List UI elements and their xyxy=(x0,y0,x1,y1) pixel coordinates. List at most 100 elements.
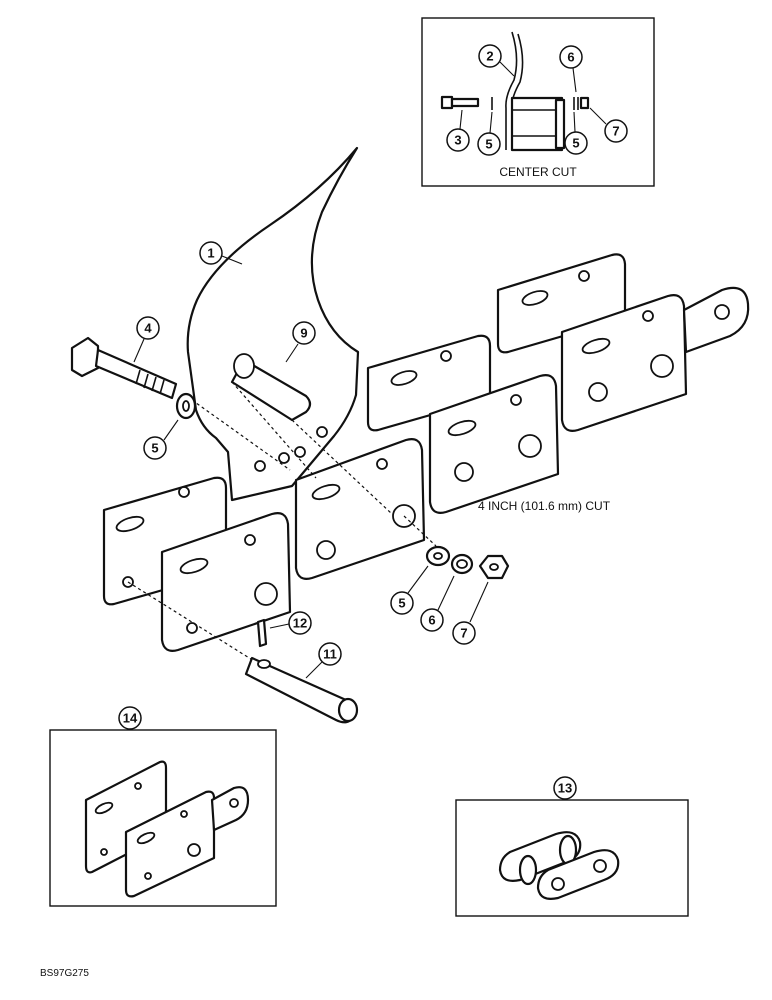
svg-text:9: 9 xyxy=(300,326,307,341)
svg-text:7: 7 xyxy=(460,626,467,641)
four-inch-cut-label: 4 INCH (101.6 mm) CUT xyxy=(478,499,611,513)
callout-5-inset-right: 5 xyxy=(564,111,588,155)
figure-reference: BS97G275 xyxy=(40,968,89,979)
inset-13-front-hole-2 xyxy=(593,859,607,873)
callout-7-inset: 7 xyxy=(589,107,628,143)
hardware-nut-hole xyxy=(489,563,499,571)
center-cut-inset: 2 6 3 5 5 7 CENTER CUT xyxy=(421,17,655,187)
hidden-line-lower xyxy=(127,581,263,667)
back-plate-left-slot xyxy=(115,515,145,533)
inset-13: 13 xyxy=(455,776,689,917)
callout-5-bolt: 5 xyxy=(143,419,179,460)
hidden-line-pin xyxy=(291,419,393,515)
callout-12: 12 xyxy=(269,611,312,635)
connecting-pin-11 xyxy=(244,656,359,724)
inset-14: 14 xyxy=(49,706,277,907)
svg-text:14: 14 xyxy=(123,711,138,726)
cutter-knife-hole-4 xyxy=(316,426,328,438)
hardware-washer-hole xyxy=(433,552,443,560)
front-plate-4-hole-bottom xyxy=(588,382,608,402)
front-plate-4-hole-top xyxy=(642,310,654,322)
back-plate-right-far-hole xyxy=(578,270,590,282)
svg-text:4: 4 xyxy=(144,321,152,336)
front-plate-1 xyxy=(160,512,292,652)
back-plate-left-hole-1 xyxy=(178,486,190,498)
cutter-knife-hole-3 xyxy=(294,446,306,458)
inset-nut xyxy=(579,96,590,110)
svg-text:12: 12 xyxy=(293,616,307,631)
hardware-lockwasher-hole xyxy=(456,559,468,569)
end-link-tab-hole xyxy=(714,304,730,320)
inset-14-front-plate xyxy=(124,790,216,898)
cutter-knife xyxy=(186,146,360,502)
inset-14-front-hole-2 xyxy=(144,872,152,880)
back-plate-mid-slot xyxy=(390,370,418,386)
front-plate-3-hole-top xyxy=(510,394,522,406)
front-plate-4-roller xyxy=(650,354,674,378)
svg-text:5: 5 xyxy=(572,136,579,151)
inset-14-frame xyxy=(49,729,277,907)
inset-14-back-slot xyxy=(94,801,114,815)
hidden-line-bolt xyxy=(191,399,291,471)
svg-text:5: 5 xyxy=(398,596,405,611)
svg-text:11: 11 xyxy=(323,647,337,662)
callout-3: 3 xyxy=(446,109,470,152)
svg-text:6: 6 xyxy=(567,50,574,65)
hidden-line-hardware xyxy=(403,515,437,547)
callout-4: 4 xyxy=(133,316,160,363)
svg-text:5: 5 xyxy=(485,137,492,152)
inset-cutter-wire xyxy=(505,31,518,150)
svg-text:13: 13 xyxy=(558,781,572,796)
washer-bolt-hole xyxy=(182,400,190,412)
svg-text:1: 1 xyxy=(207,246,214,261)
callout-6-hardware: 6 xyxy=(420,575,455,632)
callout-13: 13 xyxy=(553,776,577,800)
end-link-tab xyxy=(682,286,750,354)
inset-14-front-roller xyxy=(187,843,201,857)
callout-5-inset-left: 5 xyxy=(477,111,501,156)
inset-14-front-slot xyxy=(136,831,156,845)
inset-14-tab xyxy=(210,786,250,832)
bolt-4 xyxy=(70,336,178,400)
inset-14-back-hole-1 xyxy=(134,782,142,790)
callout-5-hardware: 5 xyxy=(390,565,429,615)
svg-text:5: 5 xyxy=(151,441,158,456)
inset-bolt-shank xyxy=(450,97,480,108)
cutter-knife-hole-2 xyxy=(278,452,290,464)
inset-14-tab-hole xyxy=(229,798,239,808)
inset-13-front-hole-1 xyxy=(551,877,565,891)
svg-text:7: 7 xyxy=(612,124,619,139)
callout-2: 2 xyxy=(478,44,515,77)
front-plate-2-slot xyxy=(311,483,341,501)
main-chain-assembly: 1 4 9 5 5 6 7 xyxy=(70,146,750,724)
center-cut-label: CENTER CUT xyxy=(499,165,577,179)
cutter-knife-hole-1 xyxy=(254,460,266,472)
pin-9 xyxy=(230,353,312,422)
front-plate-3-slot xyxy=(447,419,477,437)
front-plate-3-roller xyxy=(518,434,542,458)
front-plate-1-hole-bottom xyxy=(186,622,198,634)
inset-13-frame xyxy=(455,799,689,917)
front-plate-3-hole-bottom xyxy=(454,462,474,482)
callout-7-hardware: 7 xyxy=(452,581,489,645)
back-plate-mid-hole xyxy=(440,350,452,362)
callout-6-inset: 6 xyxy=(559,45,583,93)
center-cut-frame xyxy=(421,17,655,187)
inset-14-back-hole-2 xyxy=(100,848,108,856)
front-plate-4-slot xyxy=(581,337,611,355)
callout-14: 14 xyxy=(118,706,142,730)
front-plate-1-roller xyxy=(254,582,278,606)
cotter-pin-12 xyxy=(256,618,268,648)
front-plate-1-slot xyxy=(179,557,209,575)
front-plate-1-hole-top xyxy=(244,534,256,546)
svg-text:6: 6 xyxy=(428,613,435,628)
callout-9: 9 xyxy=(285,321,316,363)
back-plate-right-far-slot xyxy=(521,290,549,306)
inset-link-side xyxy=(554,98,566,150)
inset-bolt-head xyxy=(440,95,454,110)
callout-11: 11 xyxy=(305,642,342,679)
inset-link-plate xyxy=(510,96,564,152)
svg-text:3: 3 xyxy=(454,133,461,148)
front-plate-2-hole-top xyxy=(376,458,388,470)
